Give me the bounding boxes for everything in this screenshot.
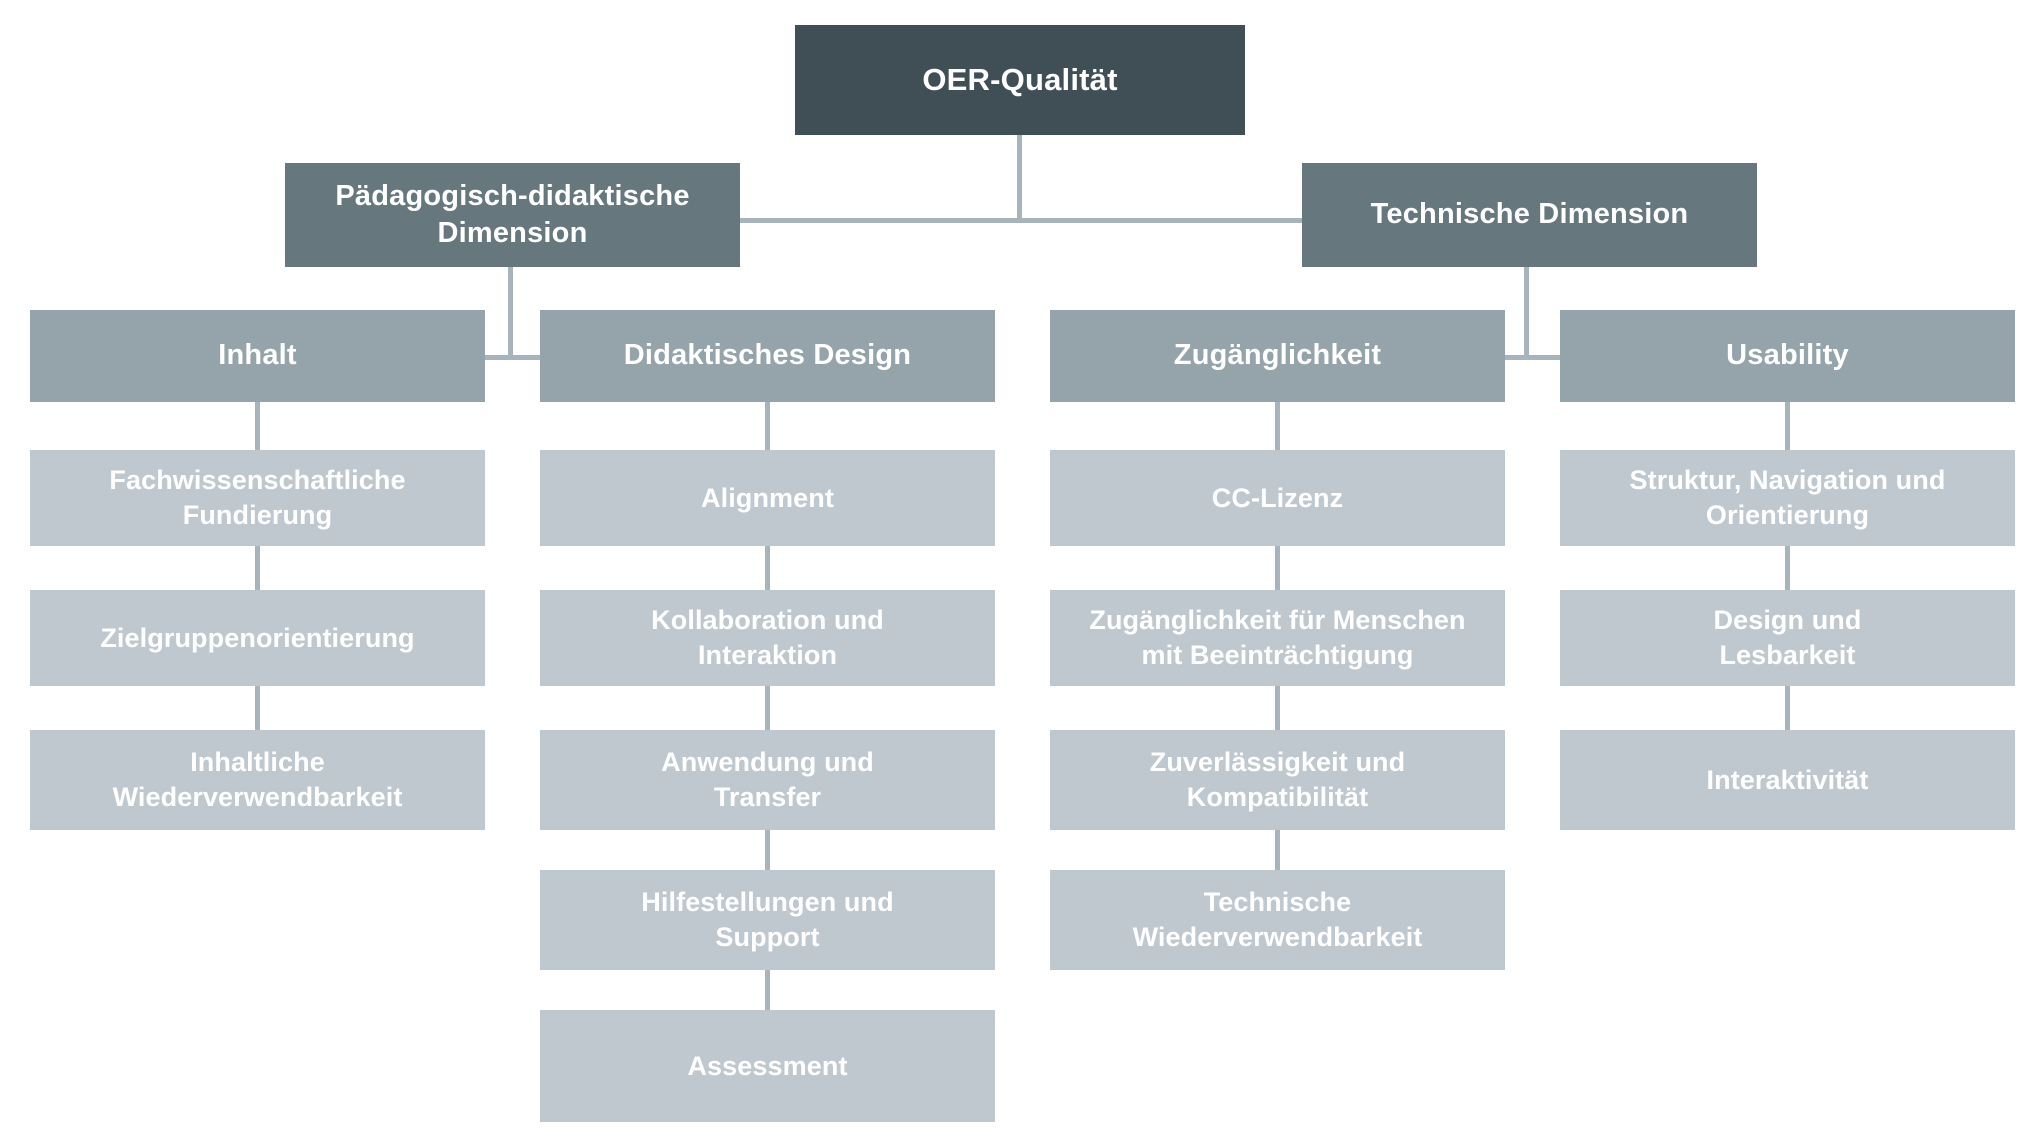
node-hilfestellungen-und-support[interactable]: Hilfestellungen und Support (540, 870, 995, 970)
node-fachwissenschaftliche-fundierung[interactable]: Fachwissenschaftliche Fundierung (30, 450, 485, 546)
node-kollaboration-und-interaktion[interactable]: Kollaboration und Interaktion (540, 590, 995, 686)
node-didaktisches-design[interactable]: Didaktisches Design (540, 310, 995, 402)
node-inhalt[interactable]: Inhalt (30, 310, 485, 402)
node-usability[interactable]: Usability (1560, 310, 2015, 402)
node-zielgruppenorientierung[interactable]: Zielgruppenorientierung (30, 590, 485, 686)
connector-left-category-bus (400, 355, 620, 360)
node-zuverlaessigkeit-und-kompatibilitaet[interactable]: Zuverlässigkeit und Kompatibilität (1050, 730, 1505, 830)
node-technische-wiederverwendbarkeit[interactable]: Technische Wiederverwendbarkeit (1050, 870, 1505, 970)
node-design-und-lesbarkeit[interactable]: Design und Lesbarkeit (1560, 590, 2015, 686)
node-inhaltliche-wiederverwendbarkeit[interactable]: Inhaltliche Wiederverwendbarkeit (30, 730, 485, 830)
node-struktur-navigation-und-orientierung[interactable]: Struktur, Navigation und Orientierung (1560, 450, 2015, 546)
node-technische-dimension[interactable]: Technische Dimension (1302, 163, 1757, 267)
connector-right-category-bus (1420, 355, 1640, 360)
node-paedagogisch-didaktische-dimension[interactable]: Pädagogisch-didaktische Dimension (285, 163, 740, 267)
connector-dimension-bus (510, 218, 1529, 223)
node-zugaenglichkeit-fuer-menschen-mit-beeintraechtigung[interactable]: Zugänglichkeit für Menschen mit Beeinträ… (1050, 590, 1505, 686)
node-anwendung-und-transfer[interactable]: Anwendung und Transfer (540, 730, 995, 830)
connector-right-dimension-stem (1524, 207, 1529, 359)
node-zugaenglichkeit[interactable]: Zugänglichkeit (1050, 310, 1505, 402)
node-oer-qualitaet[interactable]: OER-Qualität (795, 25, 1245, 135)
connector-left-dimension-stem (508, 267, 513, 359)
node-assessment[interactable]: Assessment (540, 1010, 995, 1122)
node-cc-lizenz[interactable]: CC-Lizenz (1050, 450, 1505, 546)
node-alignment[interactable]: Alignment (540, 450, 995, 546)
connector-root-stem (1017, 135, 1022, 221)
node-interaktivitaet[interactable]: Interaktivität (1560, 730, 2015, 830)
